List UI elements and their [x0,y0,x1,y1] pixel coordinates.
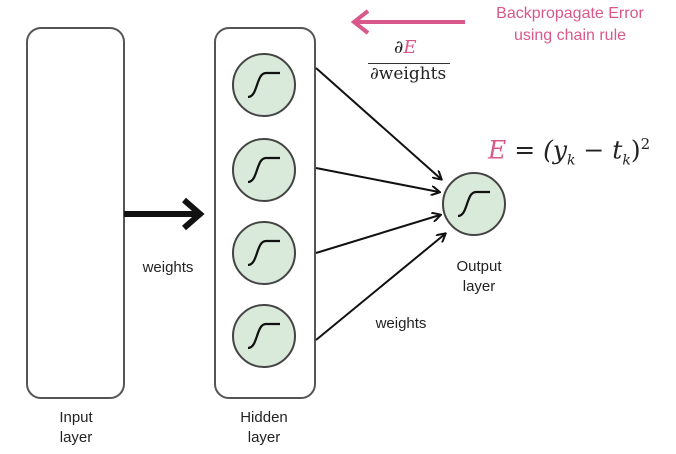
weights-label-hidden-output: weights [375,315,427,332]
formula-power: 2 [640,135,651,153]
hidden-layer-label-line1: Hidden [240,409,288,426]
input-layer-box [26,27,125,399]
hidden-neuron [232,138,296,202]
input-layer-label-line2: layer [59,429,93,446]
input-layer-label: Input layer [36,408,116,448]
backprop-line1: Backpropagate Error [496,5,644,22]
connection-h2-output [315,167,439,192]
sigmoid-icon [247,71,280,99]
hidden-layer-box [214,27,316,399]
formula-sub-k: k [566,152,576,169]
arrow-left-icon [350,9,465,35]
sigmoid-icon [247,156,280,184]
formula-sub-k2: k [622,152,631,169]
backprop-label: Backpropagate Error using chain rule [470,3,670,47]
hidden-output-connections [315,67,445,341]
hidden-neuron [232,53,296,117]
input-layer-label-line1: Input [59,409,93,426]
output-layer-label: Output layer [439,257,519,297]
formula-minus: − t [575,135,623,165]
output-layer-label-line1: Output [456,258,502,275]
connection-h4-output [315,234,445,341]
backprop-line2: using chain rule [513,27,627,44]
hidden-neuron [232,304,296,368]
sigmoid-icon [457,190,490,218]
error-formula: E = (yk − tk)2 [488,135,650,168]
hidden-layer-label: Hidden layer [224,408,304,448]
error-symbol: E [403,37,417,58]
gradient-denominator: ∂weights [370,64,447,84]
forward-arrow-icon [124,197,205,231]
output-neuron [442,172,506,236]
gradient-numerator: ∂E [394,37,416,58]
sigmoid-icon [247,322,280,350]
sigmoid-icon [247,239,280,267]
fraction-bar [368,63,450,64]
formula-rhs-open: = (y [514,135,567,165]
hidden-neuron [232,221,296,285]
formula-close: ) [630,135,641,165]
output-layer-label-line2: layer [462,278,496,295]
hidden-layer-label-line2: layer [247,429,281,446]
weights-label-input-hidden: weights [142,259,194,276]
connection-h1-output [315,67,441,179]
connection-h3-output [315,215,440,254]
formula-error-symbol: E [488,135,507,165]
partial-symbol: ∂ [394,37,404,58]
